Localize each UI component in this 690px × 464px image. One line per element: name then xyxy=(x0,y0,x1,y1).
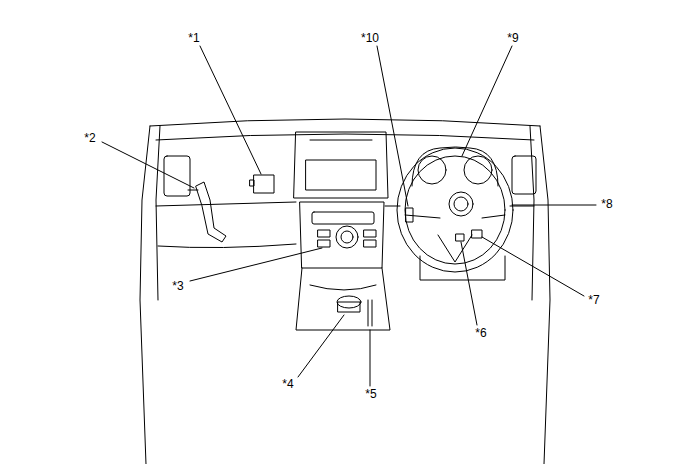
dash-line-mid xyxy=(385,206,400,207)
callout-number: *7 xyxy=(587,294,600,306)
callout-number: *9 xyxy=(506,32,519,44)
switch-part xyxy=(472,230,482,238)
bracket-connector xyxy=(188,190,198,191)
lower-console xyxy=(296,268,390,330)
dash-line-right xyxy=(510,206,534,207)
right-vent xyxy=(512,156,536,194)
steering-hub-inner xyxy=(454,197,468,211)
side-switch xyxy=(406,208,413,222)
control-knob-inner xyxy=(341,231,353,243)
windshield-base xyxy=(150,119,540,126)
callout-number: *10 xyxy=(360,32,380,44)
control-knob xyxy=(336,226,358,248)
control-button xyxy=(318,240,330,247)
callout-number: *1 xyxy=(187,32,200,44)
callout-number: *8 xyxy=(600,198,613,210)
control-button xyxy=(364,240,376,247)
display-vent xyxy=(310,140,372,141)
control-button xyxy=(318,230,330,237)
leader-lines xyxy=(102,46,596,386)
meter-gauge xyxy=(464,156,492,184)
right-pillar xyxy=(540,126,550,464)
control-panel-top xyxy=(312,212,374,224)
console-sensor xyxy=(368,300,372,326)
display-housing xyxy=(294,132,388,198)
steering-hub xyxy=(449,192,473,216)
right-pillar-inner xyxy=(530,126,534,300)
shift-switch-base xyxy=(338,302,360,312)
left-pillar xyxy=(140,126,150,464)
steering-wheel-inner xyxy=(405,156,505,264)
console-curve xyxy=(310,285,376,290)
meter-gauge xyxy=(418,156,446,184)
callout-number: *2 xyxy=(83,132,96,144)
ecu-connector xyxy=(250,180,254,186)
display-screen xyxy=(306,160,376,190)
lower-dash xyxy=(420,256,505,280)
callout-number: *4 xyxy=(281,378,294,390)
left-vent xyxy=(164,156,190,196)
control-button xyxy=(364,230,376,237)
center-stack xyxy=(300,202,384,268)
steering-lower-spoke xyxy=(438,235,472,262)
steering-spokes xyxy=(405,215,505,218)
callout-number: *3 xyxy=(171,280,184,292)
bracket-part xyxy=(196,182,226,242)
left-pillar-inner xyxy=(156,126,160,300)
meter-hood xyxy=(412,147,498,186)
callout-number: *5 xyxy=(364,388,377,400)
callout-number: *6 xyxy=(474,327,487,339)
ecu-box xyxy=(254,175,274,193)
dash-line-left xyxy=(156,202,296,206)
dash-top xyxy=(156,134,534,140)
glovebox-bottom xyxy=(158,244,296,248)
sensor-part xyxy=(456,234,464,241)
steering-wheel xyxy=(397,148,513,272)
